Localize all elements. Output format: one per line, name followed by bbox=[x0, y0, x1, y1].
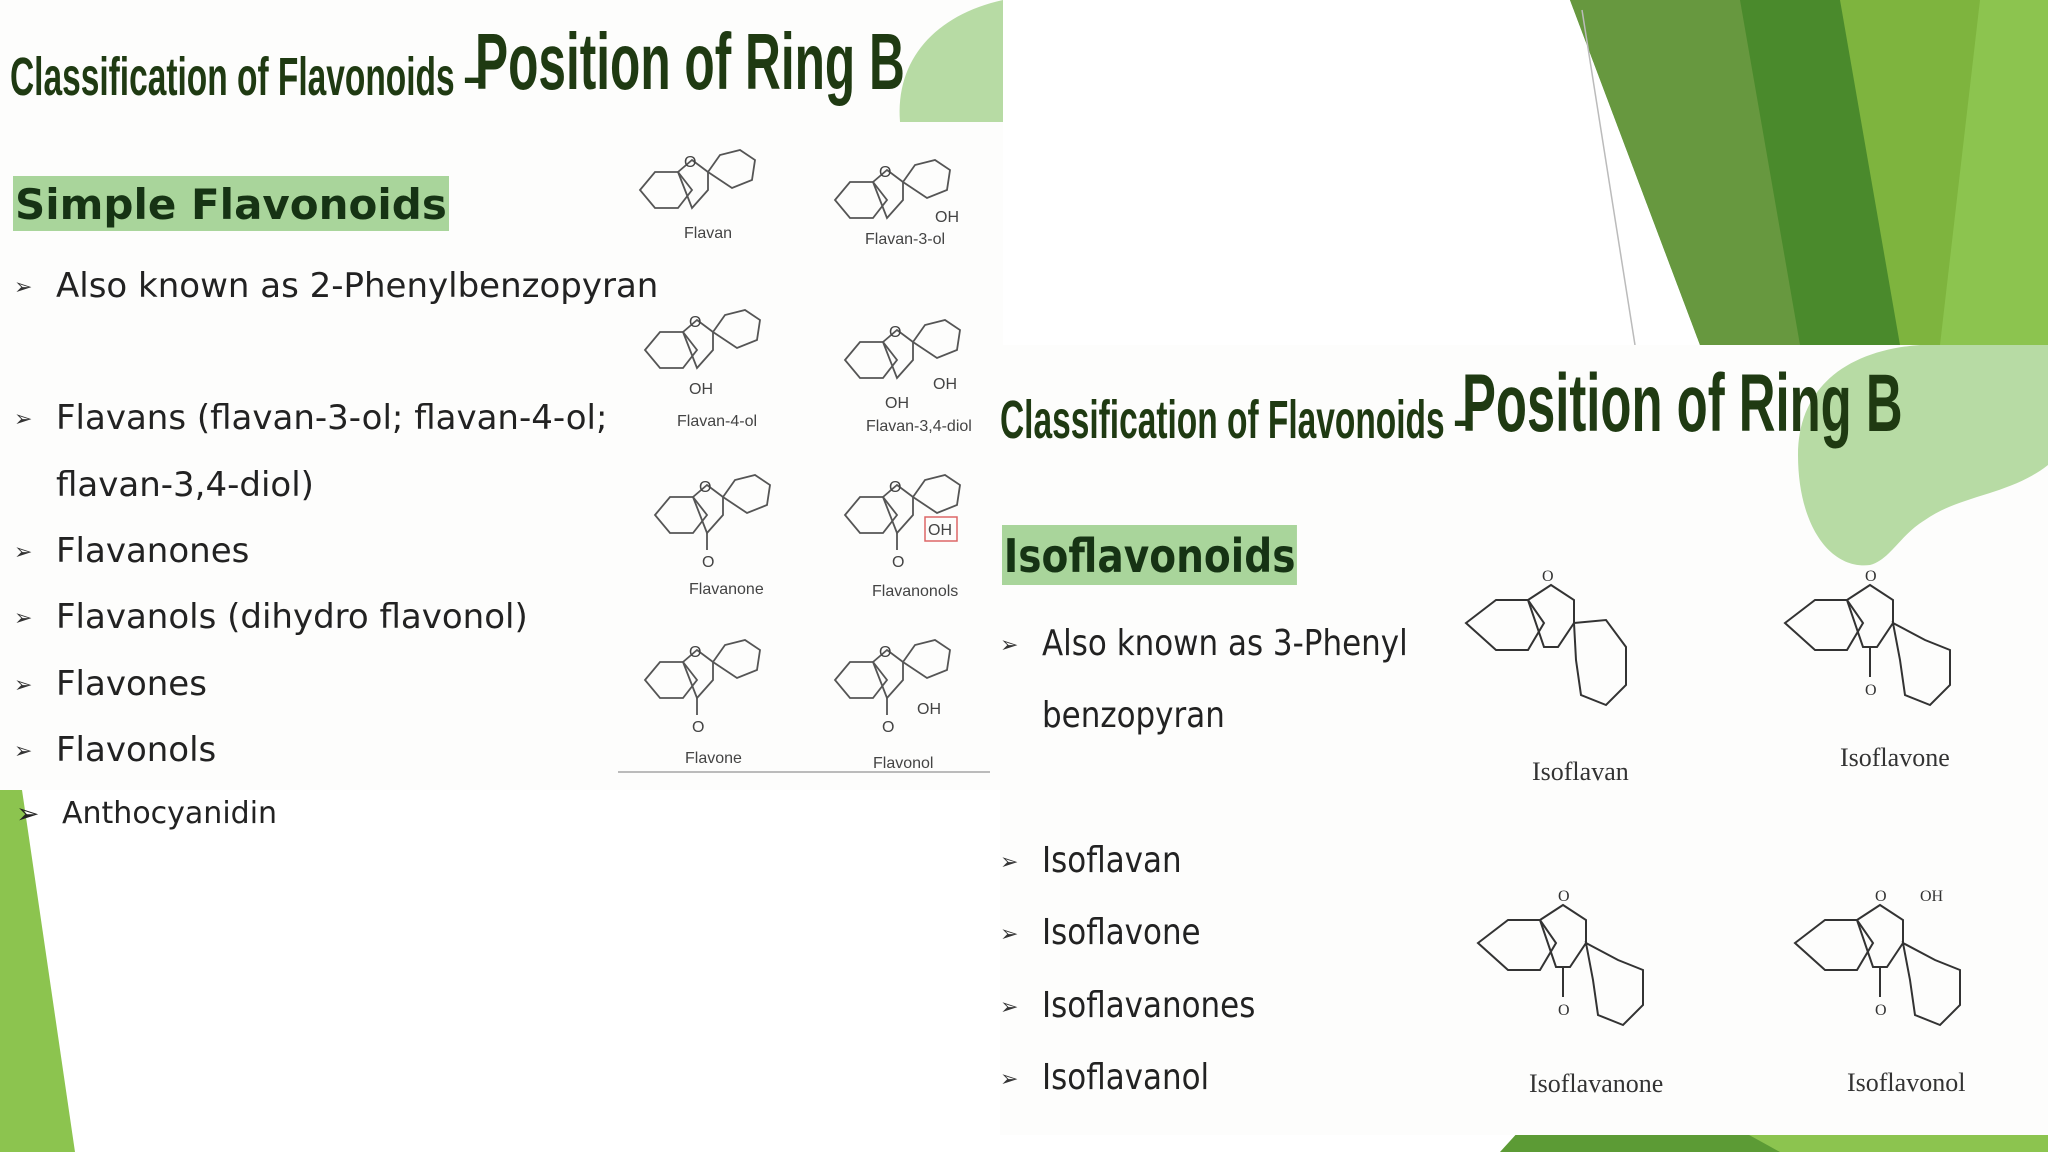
svg-text:OH: OH bbox=[933, 376, 957, 393]
svg-text:O: O bbox=[699, 479, 711, 496]
arrow-bullet-icon: ➢ bbox=[14, 540, 33, 565]
flavan-3-4-diol-structure: O OH OH bbox=[843, 319, 961, 412]
title-blob bbox=[899, 0, 1003, 122]
arrow-bullet-icon: ➢ bbox=[1000, 849, 1019, 875]
flavonol-structure: O O OH bbox=[833, 639, 951, 736]
structure-label: Isoflavan bbox=[1532, 757, 1629, 786]
flavone-structure: O O bbox=[643, 639, 761, 736]
slide-title: Classification of Flavonoids – Position … bbox=[1000, 358, 2048, 451]
title-main: Position of Ring B bbox=[475, 17, 905, 106]
bullet-item: ➢Flavans (flavan-3-ol; flavan-4-ol; bbox=[14, 398, 608, 438]
svg-text:O: O bbox=[879, 164, 891, 181]
svg-text:OH: OH bbox=[928, 522, 952, 539]
arrow-bullet-icon: ➢ bbox=[14, 673, 33, 698]
title-blob bbox=[1798, 345, 2048, 566]
flavan-3-ol-structure: O OH bbox=[833, 159, 959, 226]
structure-label: Flavan-4-ol bbox=[677, 413, 757, 430]
arrow-bullet-icon: ➢ bbox=[1000, 921, 1019, 947]
title-prefix: Classification of Flavonoids – bbox=[10, 47, 483, 107]
structure-label: Flavan-3,4-diol bbox=[866, 418, 972, 435]
title-main: Position of Ring B bbox=[1462, 358, 1903, 449]
svg-text:OH: OH bbox=[1920, 888, 1944, 905]
structure-label: Flavanonols bbox=[872, 583, 958, 600]
svg-text:O: O bbox=[1875, 1002, 1887, 1019]
svg-text:O: O bbox=[1558, 888, 1570, 905]
svg-text:OH: OH bbox=[917, 701, 941, 718]
flavanone-structure: O O bbox=[653, 474, 771, 571]
bullet-item: ➢Flavonols bbox=[14, 730, 217, 770]
svg-text:O: O bbox=[1865, 682, 1877, 699]
svg-text:O: O bbox=[889, 479, 901, 496]
structure-label: Flavone bbox=[685, 750, 742, 767]
svg-text:O: O bbox=[684, 154, 696, 171]
bullet-item: ➢Flavones bbox=[14, 664, 207, 704]
svg-text:O: O bbox=[689, 314, 701, 331]
isoflavonol-structure: O O OH bbox=[1793, 888, 1961, 1027]
bullet-item: ➢Flavanols (dihydro flavonol) bbox=[14, 597, 528, 637]
svg-text:O: O bbox=[889, 324, 901, 341]
extra-bullet-anthocyanidin: ➢Anthocyanidin bbox=[16, 796, 278, 831]
structure-label: Flavanone bbox=[689, 581, 764, 598]
section-heading: Isoflavonoids bbox=[1002, 525, 1298, 585]
arrow-bullet-icon: ➢ bbox=[1000, 994, 1019, 1020]
arrow-bullet-icon: ➢ bbox=[14, 739, 33, 764]
structure-grid: O Flavan O OH Flavan-3-ol O OH Flavan-4-… bbox=[618, 149, 990, 773]
svg-text:OH: OH bbox=[935, 209, 959, 226]
bullet-item: ➢Also known as 3-Phenyl bbox=[1000, 623, 1408, 664]
arrow-bullet-icon: ➢ bbox=[1000, 1066, 1019, 1092]
svg-text:O: O bbox=[1542, 568, 1554, 585]
bullet-item: ➢Isoflavone bbox=[1000, 912, 1201, 953]
bullet-continuation: benzopyran bbox=[1042, 695, 1225, 736]
title-prefix: Classification of Flavonoids – bbox=[1000, 390, 1473, 450]
bullet-item: ➢Flavanones bbox=[14, 531, 250, 571]
slide-isoflavonoids: Classification of Flavonoids – Position … bbox=[1000, 345, 2048, 1135]
slide-simple-flavonoids: Classification of Flavonoids – Position … bbox=[0, 0, 1003, 790]
svg-text:O: O bbox=[1558, 1002, 1570, 1019]
svg-text:O: O bbox=[882, 719, 894, 736]
bullet-item: ➢Isoflavanones bbox=[1000, 985, 1256, 1026]
svg-text:O: O bbox=[692, 719, 704, 736]
structure-label: Flavan-3-ol bbox=[865, 231, 945, 248]
isoflavonoid-structures: O Isoflavan O O Isoflavone O O Isoflavan… bbox=[1464, 568, 1965, 1098]
svg-text:O: O bbox=[1875, 888, 1887, 905]
bullet-continuation: flavan-3,4-diol) bbox=[56, 465, 314, 505]
section-heading: Simple Flavonoids bbox=[13, 176, 449, 231]
structure-label: Isoflavanone bbox=[1529, 1069, 1663, 1098]
bullet-item: ➢Isoflavan bbox=[1000, 840, 1182, 881]
arrow-bullet-icon: ➢ bbox=[14, 275, 33, 300]
flavan-structure: O bbox=[638, 149, 756, 210]
structure-label: Isoflavone bbox=[1840, 743, 1950, 772]
structure-label: Flavonol bbox=[873, 755, 933, 772]
flavan-4-ol-structure: O OH bbox=[643, 309, 761, 398]
arrow-bullet-icon: ➢ bbox=[16, 797, 40, 830]
arrow-bullet-icon: ➢ bbox=[14, 407, 33, 432]
svg-text:O: O bbox=[879, 644, 891, 661]
structure-label: Flavan bbox=[684, 225, 732, 242]
svg-text:O: O bbox=[1865, 568, 1877, 585]
isoflavone-structure: O O bbox=[1783, 568, 1951, 707]
structure-label: Isoflavonol bbox=[1847, 1068, 1965, 1097]
arrow-bullet-icon: ➢ bbox=[14, 606, 33, 631]
isoflavan-structure: O bbox=[1464, 568, 1627, 707]
svg-text:O: O bbox=[689, 644, 701, 661]
bullet-item: ➢Isoflavanol bbox=[1000, 1057, 1210, 1098]
isoflavanone-structure: O O bbox=[1476, 888, 1644, 1027]
svg-text:OH: OH bbox=[885, 395, 909, 412]
arrow-bullet-icon: ➢ bbox=[1000, 632, 1019, 658]
svg-text:OH: OH bbox=[689, 381, 713, 398]
flavanonol-structure: O O OH bbox=[843, 474, 961, 571]
svg-text:O: O bbox=[892, 554, 904, 571]
slide-title: Classification of Flavonoids – Position … bbox=[10, 17, 1003, 108]
svg-text:O: O bbox=[702, 554, 714, 571]
bullet-item: ➢Also known as 2-Phenylbenzopyran bbox=[14, 266, 659, 306]
